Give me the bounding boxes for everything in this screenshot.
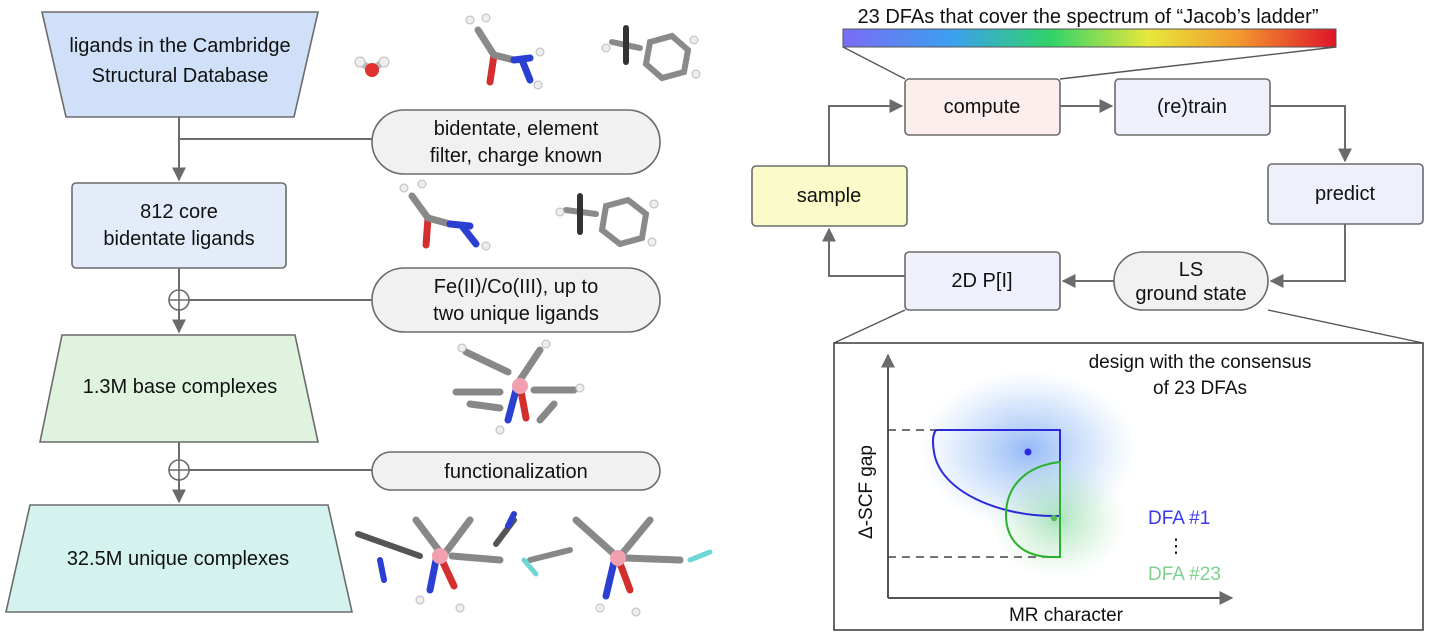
core-label-line1: 812 core: [140, 201, 218, 223]
predict-node: predict: [1267, 163, 1424, 225]
molecule-aryl-icon: [555, 193, 659, 248]
dfa1-label: DFA #1: [1148, 508, 1210, 529]
zoom-connector-right: [1267, 309, 1424, 344]
plus-circle-icon: [168, 459, 190, 481]
retrain-node: (re)train: [1114, 78, 1271, 136]
filter-functionalization-pill: functionalization: [371, 451, 661, 491]
dfa1-point: [1024, 448, 1032, 456]
dfa23-label: DFA #23: [1148, 564, 1221, 585]
p2d-node: 2D P[I]: [904, 251, 1061, 311]
core-ligands-node: 812 core bidentate ligands: [71, 182, 287, 269]
spectrum-title: 23 DFAs that cover the spectrum of “Jaco…: [858, 6, 1319, 28]
spectrum-connector-left: [842, 46, 906, 80]
dfa-ellipsis: ⋮: [1167, 536, 1186, 557]
source-node: ligands in the Cambridge Structural Data…: [40, 11, 320, 118]
predict-label: predict: [1315, 183, 1375, 205]
edge-retrain-predict: [1270, 105, 1352, 163]
dfa-spectrum-bar: [842, 28, 1337, 48]
base-complexes-node: 1.3M base complexes: [39, 334, 319, 443]
y-axis-label: Δ-SCF gap: [856, 445, 877, 539]
x-axis-label: MR character: [1009, 605, 1124, 626]
inset-caption-line1: design with the consensus: [1089, 352, 1312, 373]
dfa23-point: [1050, 514, 1058, 522]
unique-complexes-node: 32.5M unique complexes: [5, 504, 353, 613]
filter2-line2: two unique ligands: [433, 303, 599, 325]
base-label: 1.3M base complexes: [83, 376, 278, 398]
inset-caption-line2: of 23 DFAs: [1153, 378, 1247, 399]
plus-circle-icon: [168, 289, 190, 311]
edge-p2d-sample: [822, 227, 905, 277]
molecule-complex-icon: [355, 511, 517, 613]
filter-bidentate-pill: bidentate, element filter, charge known: [371, 109, 661, 175]
edge-predict-ls: [1269, 224, 1346, 288]
p2d-label: 2D P[I]: [951, 270, 1012, 292]
source-label-line2: Structural Database: [92, 65, 269, 87]
compute-label: compute: [944, 96, 1021, 118]
filter2-line1: Fe(II)/Co(III), up to: [434, 276, 598, 298]
molecule-aryl-icon: [601, 25, 701, 82]
core-label-line2: bidentate ligands: [103, 228, 254, 250]
ls-ground-state-pill: LS ground state: [1113, 251, 1269, 311]
edge-sample-compute: [828, 99, 904, 166]
dfa23-region: [1004, 460, 1061, 558]
zoom-connector-left: [833, 309, 906, 344]
unique-label: 32.5M unique complexes: [67, 548, 289, 570]
spectrum-connector-right: [1059, 46, 1337, 80]
molecule-complex-icon: [452, 339, 585, 435]
dfa1-region: [931, 429, 1061, 517]
ls-line1: LS: [1179, 259, 1203, 281]
filter3-label: functionalization: [444, 461, 587, 483]
source-label-line1: ligands in the Cambridge: [69, 35, 290, 57]
consensus-inset: design with the consensus of 23 DFAs Δ-S…: [833, 342, 1424, 631]
dfa23-density: [988, 460, 1128, 580]
retrain-label: (re)train: [1157, 96, 1227, 118]
molecule-complex-icon: [521, 516, 713, 617]
filter1-line2: filter, charge known: [430, 145, 602, 167]
ls-line2: ground state: [1135, 283, 1246, 305]
sample-label: sample: [797, 185, 861, 207]
filter-metal-pill: Fe(II)/Co(III), up to two unique ligands: [371, 267, 661, 333]
molecule-amide-icon: [399, 179, 491, 251]
sample-node: sample: [751, 165, 908, 227]
filter1-line1: bidentate, element: [434, 118, 599, 140]
molecule-water-icon: [354, 56, 390, 77]
compute-node: compute: [904, 78, 1061, 136]
molecule-amide-icon: [465, 13, 545, 90]
